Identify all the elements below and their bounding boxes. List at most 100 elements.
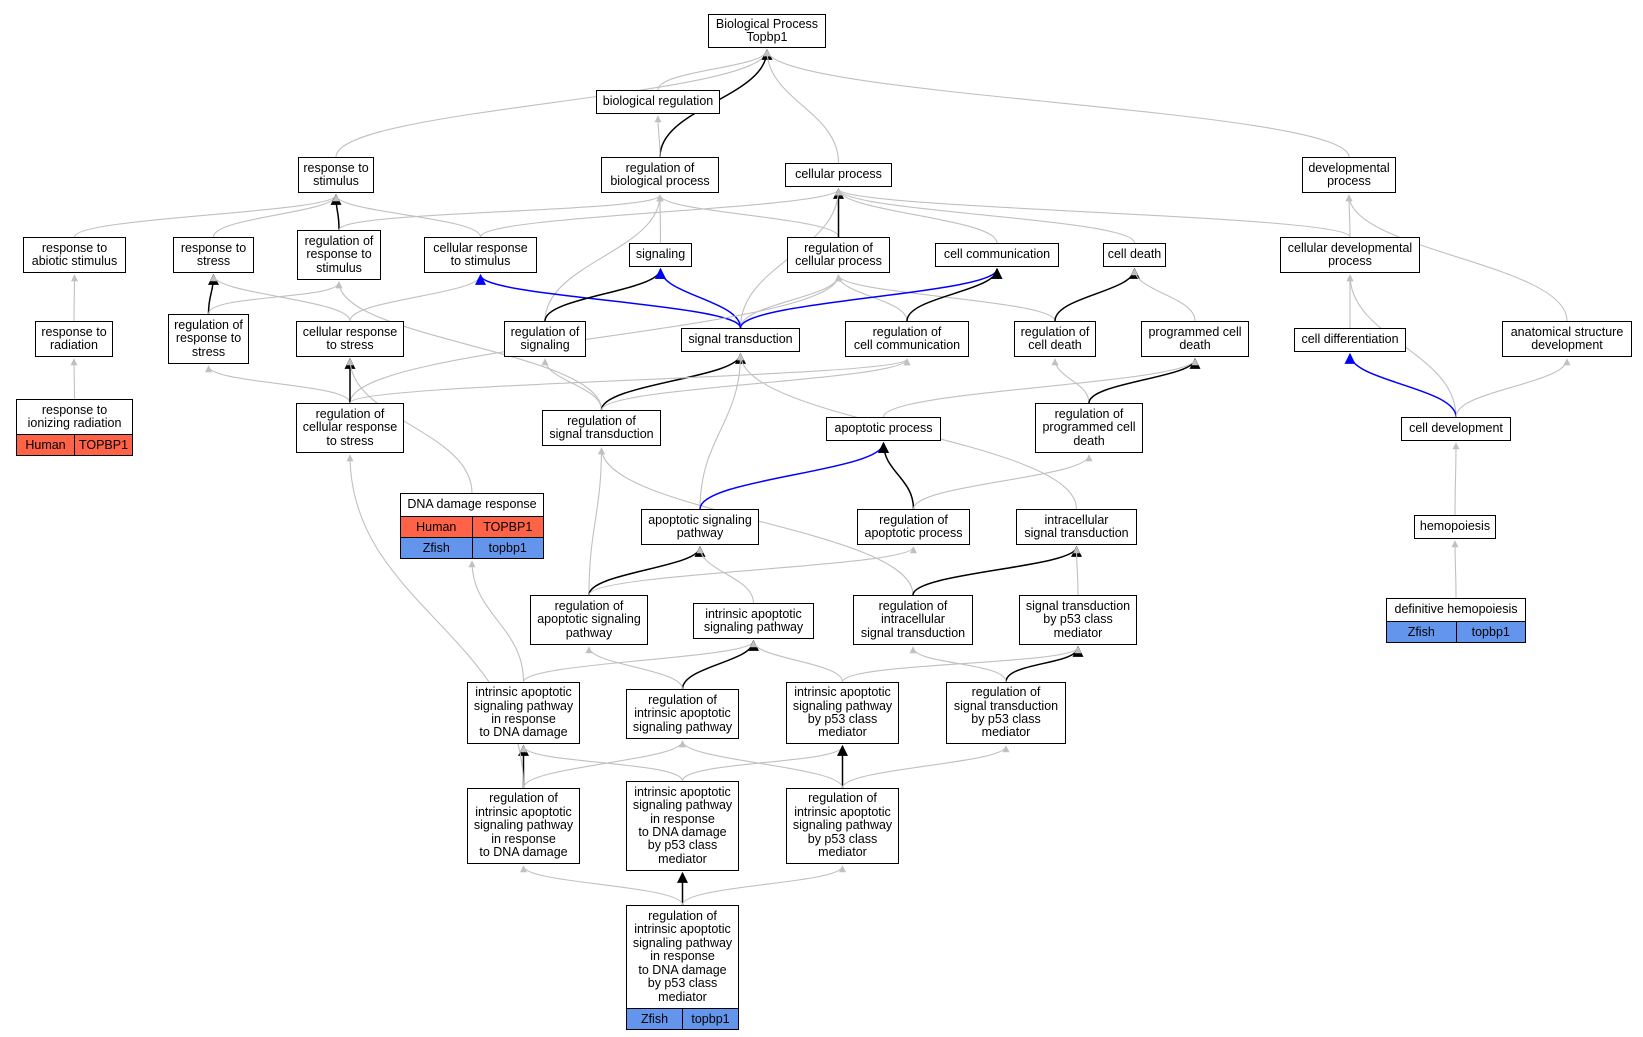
go-term-cell-dev[interactable]: cell development	[1401, 417, 1511, 441]
edge-part-of	[739, 267, 1003, 329]
edge-is-a	[841, 646, 1082, 683]
edge-is-a	[349, 274, 842, 404]
go-term-intr-apop[interactable]: intrinsic apoptotic signaling pathway	[693, 603, 814, 639]
edge-is-a	[696, 546, 755, 604]
edge-is-a	[468, 560, 525, 683]
edge-is-a	[763, 49, 840, 164]
edge-is-a	[909, 646, 1007, 683]
edge-is-a	[335, 49, 771, 158]
edge-is-a	[739, 274, 842, 329]
go-term-sig-trans[interactable]: signal transduction	[681, 328, 800, 352]
go-term-cell-resp-stim[interactable]: cellular response to stimulus	[424, 237, 537, 273]
edge-is-a	[835, 274, 1056, 322]
go-term-reg-cell-proc[interactable]: regulation of cellular process	[787, 237, 890, 273]
go-term-def-hemo[interactable]: definitive hemopoiesis	[1386, 598, 1526, 622]
go-term-resp-stim[interactable]: response to stimulus	[298, 157, 374, 193]
go-term-signaling[interactable]: signaling	[629, 243, 692, 267]
edge-regulates	[1005, 645, 1084, 683]
go-term-reg-intr-p53[interactable]: regulation of intrinsic apoptotic signal…	[786, 788, 899, 864]
go-term-cell-diff[interactable]: cell differentiation	[1294, 328, 1406, 352]
go-term-hemo[interactable]: hemopoiesis	[1414, 515, 1496, 539]
edge-is-a	[479, 188, 842, 238]
go-term-sig-p53[interactable]: signal transduction by p53 class mediato…	[1019, 595, 1137, 645]
edge-is-a	[522, 640, 757, 683]
go-term-reg-cell-comm[interactable]: regulation of cell communication	[845, 321, 969, 357]
edge-is-a	[912, 454, 1093, 510]
edge-is-a	[349, 358, 911, 404]
go-term-cell-comm[interactable]: cell communication	[935, 243, 1059, 267]
species-label: Human	[416, 520, 457, 534]
go-term-reg-prog-death[interactable]: regulation of programmed cell death	[1035, 403, 1143, 453]
go-term-dna-damage[interactable]: DNA damage response	[400, 493, 544, 517]
gene-label[interactable]: topbp1	[1455, 622, 1526, 642]
edge-is-a	[654, 115, 662, 158]
go-term-reg-bio[interactable]: regulation of biological process	[601, 157, 719, 193]
edge-regulates	[878, 441, 915, 510]
edge-is-a	[1131, 268, 1196, 322]
gene-label[interactable]: TOPBP1	[74, 435, 132, 455]
go-term-intr-dna[interactable]: intrinsic apoptotic signaling pathway in…	[467, 682, 580, 744]
go-term-intr-p53[interactable]: intrinsic apoptotic signaling pathway by…	[786, 682, 899, 744]
edge-is-a	[541, 358, 603, 411]
go-term-reg-intr-dna-p53[interactable]: regulation of intrinsic apoptotic signal…	[626, 905, 739, 1009]
go-term-prog-death[interactable]: programmed cell death	[1141, 321, 1249, 357]
edge-is-a	[210, 274, 351, 322]
go-term-reg-intr-apop[interactable]: regulation of intrinsic apoptotic signal…	[626, 689, 739, 739]
go-term-cell-dev-proc[interactable]: cellular developmental process	[1280, 237, 1420, 273]
go-term-reg-resp-stress[interactable]: regulation of response to stress	[168, 314, 249, 364]
go-term-reg-apop-proc[interactable]: regulation of apoptotic process	[857, 509, 970, 545]
gene-annotation-row: Zfish topbp1	[1386, 622, 1526, 643]
edge-is-a	[70, 358, 78, 400]
edge-is-a	[349, 274, 484, 322]
go-term-cell-proc[interactable]: cellular process	[785, 163, 892, 187]
go-term-reg-cell-resp-stress[interactable]: regulation of cellular response to stres…	[296, 403, 404, 453]
go-term-reg-sig-p53[interactable]: regulation of signal transduction by p53…	[946, 682, 1066, 744]
edge-is-a	[522, 740, 686, 789]
edge-part-of	[475, 273, 742, 329]
go-term-reg-sig-trans[interactable]: regulation of signal transduction	[542, 410, 661, 446]
edge-is-a	[841, 745, 1010, 789]
edge-regulates	[906, 267, 1003, 322]
go-term-apop[interactable]: apoptotic process	[826, 417, 941, 441]
edge-is-a	[679, 740, 844, 789]
edge-is-a	[335, 281, 603, 411]
edge-is-a	[520, 865, 684, 906]
go-term-dev-proc[interactable]: developmental process	[1302, 157, 1396, 193]
go-term-apop-sig[interactable]: apoptotic signaling pathway	[641, 509, 759, 545]
go-term-cell-resp-stress[interactable]: cellular response to stress	[296, 321, 404, 357]
edge-is-a	[588, 447, 605, 596]
gene-label[interactable]: TOPBP1	[471, 517, 544, 537]
species-label: Human	[25, 438, 66, 452]
go-term-anat-dev[interactable]: anatomical structure development	[1502, 321, 1632, 357]
go-term-reg-intr-dna[interactable]: regulation of intrinsic apoptotic signal…	[467, 788, 580, 864]
go-term-reg-signaling[interactable]: regulation of signaling	[504, 321, 586, 357]
edge-is-a	[1452, 442, 1460, 516]
go-term-reg-resp-stim[interactable]: regulation of response to stimulus	[297, 230, 381, 280]
go-term-resp-abiotic[interactable]: response to abiotic stimulus	[23, 237, 126, 273]
go-term-cell-death[interactable]: cell death	[1103, 243, 1166, 267]
edge-is-a	[585, 646, 684, 690]
go-term-reg-apop-sig[interactable]: regulation of apoptotic signaling pathwa…	[530, 595, 648, 645]
go-term-intr-dna-p53[interactable]: intrinsic apoptotic signaling pathway in…	[626, 781, 739, 871]
go-term-resp-ion[interactable]: response to ionizing radiation	[16, 399, 133, 435]
edge-regulates	[912, 545, 1082, 596]
gene-label[interactable]: topbp1	[682, 1009, 738, 1029]
go-term-bioreg[interactable]: biological regulation	[596, 90, 720, 114]
go-term-root[interactable]: Biological Process Topbp1	[708, 14, 826, 48]
edge-is-a	[656, 194, 840, 238]
species-label: Zfish	[1407, 625, 1435, 639]
go-term-resp-rad[interactable]: response to radiation	[35, 321, 113, 357]
go-term-reg-cell-death[interactable]: regulation of cell death	[1014, 321, 1096, 357]
edge-is-a	[205, 365, 351, 404]
edge-is-a	[763, 49, 1350, 158]
go-term-intra-sig[interactable]: intracellular signal transduction	[1016, 509, 1137, 545]
edge-regulates	[588, 545, 706, 596]
go-term-resp-stress[interactable]: response to stress	[173, 237, 254, 273]
go-term-reg-intra-sig[interactable]: regulation of intracellular signal trans…	[853, 595, 973, 645]
gene-label[interactable]: topbp1	[471, 538, 544, 558]
gene-annotation-row: Human TOPBP1	[16, 435, 133, 456]
edge-is-a	[1073, 546, 1081, 596]
edge-is-a	[1051, 358, 1090, 404]
